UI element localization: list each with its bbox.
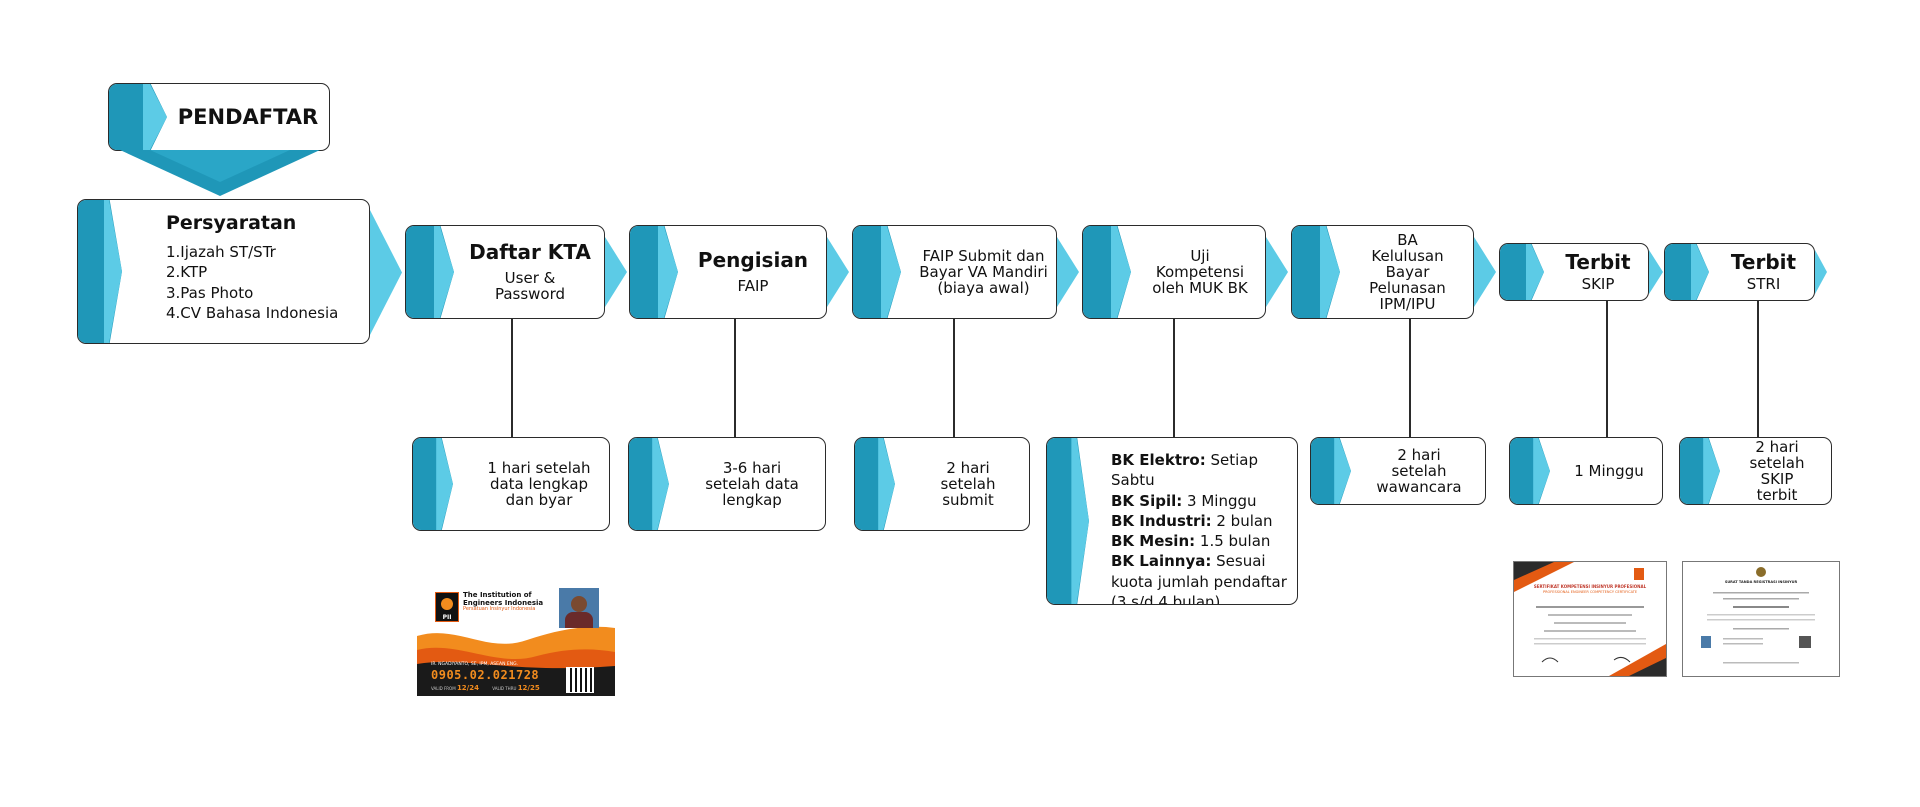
bk-item: BK Sipil: 3 Minggu bbox=[1111, 491, 1257, 510]
connector-line bbox=[511, 319, 513, 437]
step-title: Daftar KTA bbox=[469, 240, 591, 265]
bk-item: BK Industri: 2 bulan bbox=[1111, 511, 1273, 530]
chevron-icon bbox=[413, 438, 453, 530]
certificate-title: SERTIFIKAT KOMPETENSI INSINYUR PROFESION… bbox=[1533, 584, 1647, 589]
pendaftar-title: PENDAFTAR bbox=[177, 104, 319, 129]
arrow-right-icon bbox=[1649, 250, 1663, 294]
valid-from: 12/24 bbox=[456, 684, 479, 692]
org-tagline: Persatuan Insinyur Indonesia bbox=[463, 606, 536, 613]
step-subtitle: User & Password bbox=[494, 268, 566, 303]
certificate-subtitle: PROFESSIONAL ENGINEER COMPETENCY CERTIFI… bbox=[1542, 590, 1638, 594]
requirement-item: 1.Ijazah ST/STr bbox=[166, 243, 276, 261]
chevron-icon bbox=[1680, 438, 1720, 504]
valid-thru-label: VALID THRU bbox=[492, 686, 517, 691]
step-uji-kompetensi: Uji Kompetensi oleh MUK BK bbox=[1082, 225, 1266, 319]
connector-line bbox=[1409, 319, 1411, 437]
step-daftar-kta: Daftar KTA User & Password bbox=[405, 225, 605, 319]
chevron-icon bbox=[1510, 438, 1550, 504]
note-text: 2 hari setelah SKIP terbit bbox=[1749, 437, 1805, 505]
note-pengisian: 3-6 hari setelah data lengkap bbox=[628, 437, 826, 531]
note-terbit-skip: 1 Minggu bbox=[1509, 437, 1663, 505]
garuda-emblem-icon bbox=[1755, 566, 1767, 578]
down-arrow-icon bbox=[120, 150, 320, 196]
chevron-icon bbox=[109, 84, 167, 150]
arrow-right-icon bbox=[827, 237, 849, 307]
member-number: 0905.02.021728 bbox=[431, 668, 540, 682]
chevron-icon bbox=[855, 438, 895, 530]
arrow-right-icon bbox=[1815, 250, 1827, 294]
step-subtitle: Uji Kompetensi oleh MUK BK bbox=[1152, 246, 1248, 298]
requirement-item: 2.KTP bbox=[166, 263, 208, 282]
note-bk-schedule: BK Elektro: Setiap Sabtu BK Sipil: 3 Min… bbox=[1046, 437, 1298, 605]
pii-logo-icon bbox=[1634, 568, 1644, 580]
requirement-item: 3.Pas Photo bbox=[166, 283, 254, 302]
chevron-icon bbox=[1500, 244, 1544, 300]
step-terbit-skip: Terbit SKIP bbox=[1499, 243, 1649, 301]
chevron-icon bbox=[1665, 244, 1709, 300]
chevron-icon bbox=[1047, 438, 1089, 604]
chevron-icon bbox=[1311, 438, 1351, 504]
chevron-icon bbox=[630, 226, 678, 318]
note-ba-kelulusan: 2 hari setelah wawancara bbox=[1310, 437, 1486, 505]
logo-text: PII bbox=[442, 614, 452, 621]
chevron-icon bbox=[1292, 226, 1340, 318]
member-card: PII The Institution of Engineers Indones… bbox=[417, 584, 615, 696]
note-text: 1 hari setelah data lengkap dan byar bbox=[487, 458, 591, 510]
connector-line bbox=[1606, 301, 1608, 437]
bk-item: BK Mesin: 1.5 bulan bbox=[1111, 532, 1271, 550]
chevron-icon bbox=[629, 438, 669, 530]
step-subtitle: BA Kelulusan Bayar Pelunasan IPM/IPU bbox=[1369, 230, 1446, 314]
note-text: 1 Minggu bbox=[1574, 461, 1644, 480]
arrow-right-icon bbox=[1057, 237, 1079, 307]
step-faip-submit: FAIP Submit dan Bayar VA Mandiri (biaya … bbox=[852, 225, 1057, 319]
valid-thru: 12/25 bbox=[517, 684, 540, 692]
step-terbit-stri: Terbit STRI bbox=[1664, 243, 1815, 301]
valid-from-label: VALID FROM bbox=[431, 686, 456, 691]
step-title: Terbit bbox=[1730, 250, 1797, 275]
qr-code-icon bbox=[566, 667, 594, 693]
connector-line bbox=[953, 319, 955, 437]
step-subtitle: STRI bbox=[1746, 274, 1781, 293]
arrow-right-icon bbox=[1266, 237, 1288, 307]
org-line-2: Engineers Indonesia bbox=[463, 598, 544, 607]
requirement-item: 4.CV Bahasa Indonesia bbox=[166, 303, 339, 322]
note-daftar-kta: 1 hari setelah data lengkap dan byar bbox=[412, 437, 610, 531]
pendaftar-box: PENDAFTAR bbox=[108, 83, 330, 151]
note-faip-submit: 2 hari setelah submit bbox=[854, 437, 1030, 531]
chevron-icon bbox=[1083, 226, 1131, 318]
avatar bbox=[559, 588, 599, 628]
persyaratan-box: Persyaratan 1.Ijazah ST/STr 2.KTP 3.Pas … bbox=[77, 199, 370, 344]
connector-line bbox=[1173, 319, 1175, 437]
bk-item: BK Lainnya: Sesuai kuota jumlah pendafta… bbox=[1111, 552, 1287, 605]
chevron-icon bbox=[853, 226, 901, 318]
note-terbit-stri: 2 hari setelah SKIP terbit bbox=[1679, 437, 1832, 505]
step-subtitle: SKIP bbox=[1581, 274, 1615, 293]
bk-item: BK Elektro: Setiap Sabtu bbox=[1111, 451, 1258, 490]
bk-schedule-list: BK Elektro: Setiap Sabtu BK Sipil: 3 Min… bbox=[1111, 450, 1289, 605]
step-title: Pengisian bbox=[697, 248, 809, 273]
arrow-right-icon bbox=[605, 237, 627, 307]
pii-logo-icon: PII bbox=[435, 592, 459, 622]
note-text: 2 hari setelah submit bbox=[940, 458, 996, 510]
step-pengisian: Pengisian FAIP bbox=[629, 225, 827, 319]
connector-line bbox=[734, 319, 736, 437]
stri-certificate: SURAT TANDA REGISTRASI INSINYUR bbox=[1682, 561, 1840, 677]
connector-line bbox=[1757, 301, 1759, 437]
chevron-icon bbox=[406, 226, 454, 318]
holder-name: IR. NGADIYANTO, SE, IPM, ASEAN ENG. bbox=[431, 662, 518, 667]
certificate-title: SURAT TANDA REGISTRASI INSINYUR bbox=[1724, 580, 1798, 584]
step-subtitle: FAIP bbox=[737, 276, 769, 295]
step-subtitle: FAIP Submit dan Bayar VA Mandiri (biaya … bbox=[919, 246, 1048, 298]
arrow-right-icon bbox=[1474, 237, 1496, 307]
note-text: 2 hari setelah wawancara bbox=[1376, 445, 1462, 497]
chevron-icon bbox=[78, 200, 122, 343]
skip-certificate: SERTIFIKAT KOMPETENSI INSINYUR PROFESION… bbox=[1513, 561, 1667, 677]
org-line-1: The Institution of bbox=[463, 591, 532, 599]
requirement-list: 1.Ijazah ST/STr 2.KTP 3.Pas Photo 4.CV B… bbox=[166, 242, 338, 323]
arrow-right-icon bbox=[370, 210, 402, 335]
note-text: 3-6 hari setelah data lengkap bbox=[705, 458, 799, 510]
persyaratan-title: Persyaratan bbox=[166, 212, 297, 234]
step-title: Terbit bbox=[1565, 250, 1631, 275]
step-ba-kelulusan: BA Kelulusan Bayar Pelunasan IPM/IPU bbox=[1291, 225, 1474, 319]
